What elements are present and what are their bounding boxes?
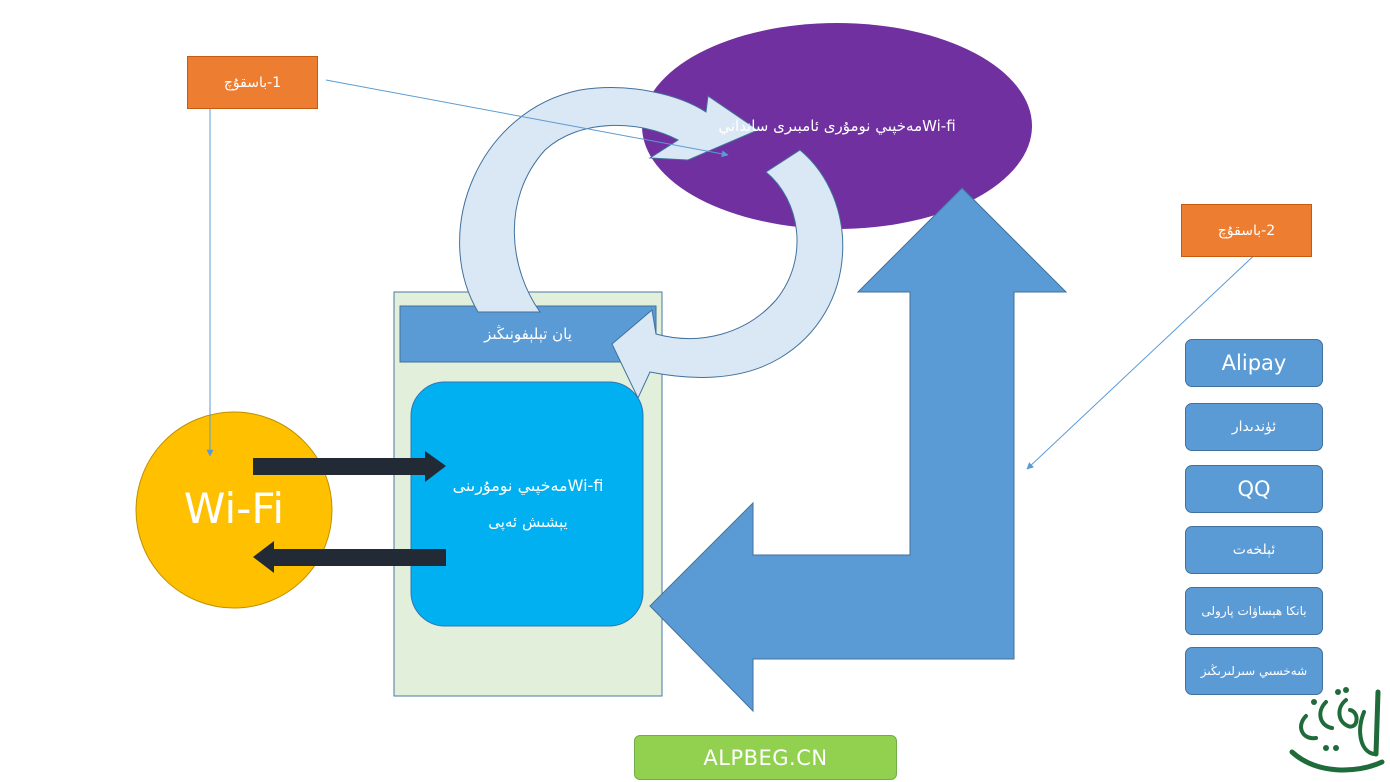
step2-box: 2-باسقۇچ xyxy=(1181,204,1312,257)
calligraphy-logo xyxy=(1289,687,1385,773)
database-ellipse xyxy=(642,23,1032,229)
app-button-alipay[interactable]: Alipay xyxy=(1185,339,1323,387)
wifi-label: Wi-Fi xyxy=(183,483,285,533)
connector-step1-to-database xyxy=(325,79,729,158)
phone-header-bar xyxy=(399,305,657,363)
arrow-wifi-to-phone xyxy=(253,451,446,482)
footer-site-button[interactable]: ALPBEG.CN xyxy=(634,735,897,780)
arrow-phone-to-wifi xyxy=(253,541,446,573)
step1-box: 1-باسقۇچ xyxy=(187,56,318,109)
database-label: Wi-fiمەخپىي نومۇرى ئامبىرى سانداني xyxy=(718,117,956,135)
cycle-arrow-top xyxy=(459,87,760,313)
app-button-email[interactable]: ئېلخەت xyxy=(1185,526,1323,574)
return-arrow xyxy=(649,187,1068,713)
app-button-personal-secrets[interactable]: شەخسىي سىرلىرىڭىز xyxy=(1185,647,1323,695)
app-button-wechat[interactable]: ئۈندىدار xyxy=(1185,403,1323,451)
cycle-arrow-bottom xyxy=(611,149,844,400)
phone-screen-line2: يېشىش ئەپى xyxy=(488,513,568,531)
app-button-bank-password[interactable]: بانكا ھېساۋات پارولى xyxy=(1185,587,1323,635)
phone-screen-line1: Wi-fiمەخپىي نومۇرىنى xyxy=(452,475,604,495)
phone-screen xyxy=(410,381,644,627)
app-button-qq[interactable]: QQ xyxy=(1185,465,1323,513)
phone-header-label: يان تېلېفونىڭىز xyxy=(484,325,572,343)
connector-step2-to-arrow xyxy=(1026,247,1263,470)
